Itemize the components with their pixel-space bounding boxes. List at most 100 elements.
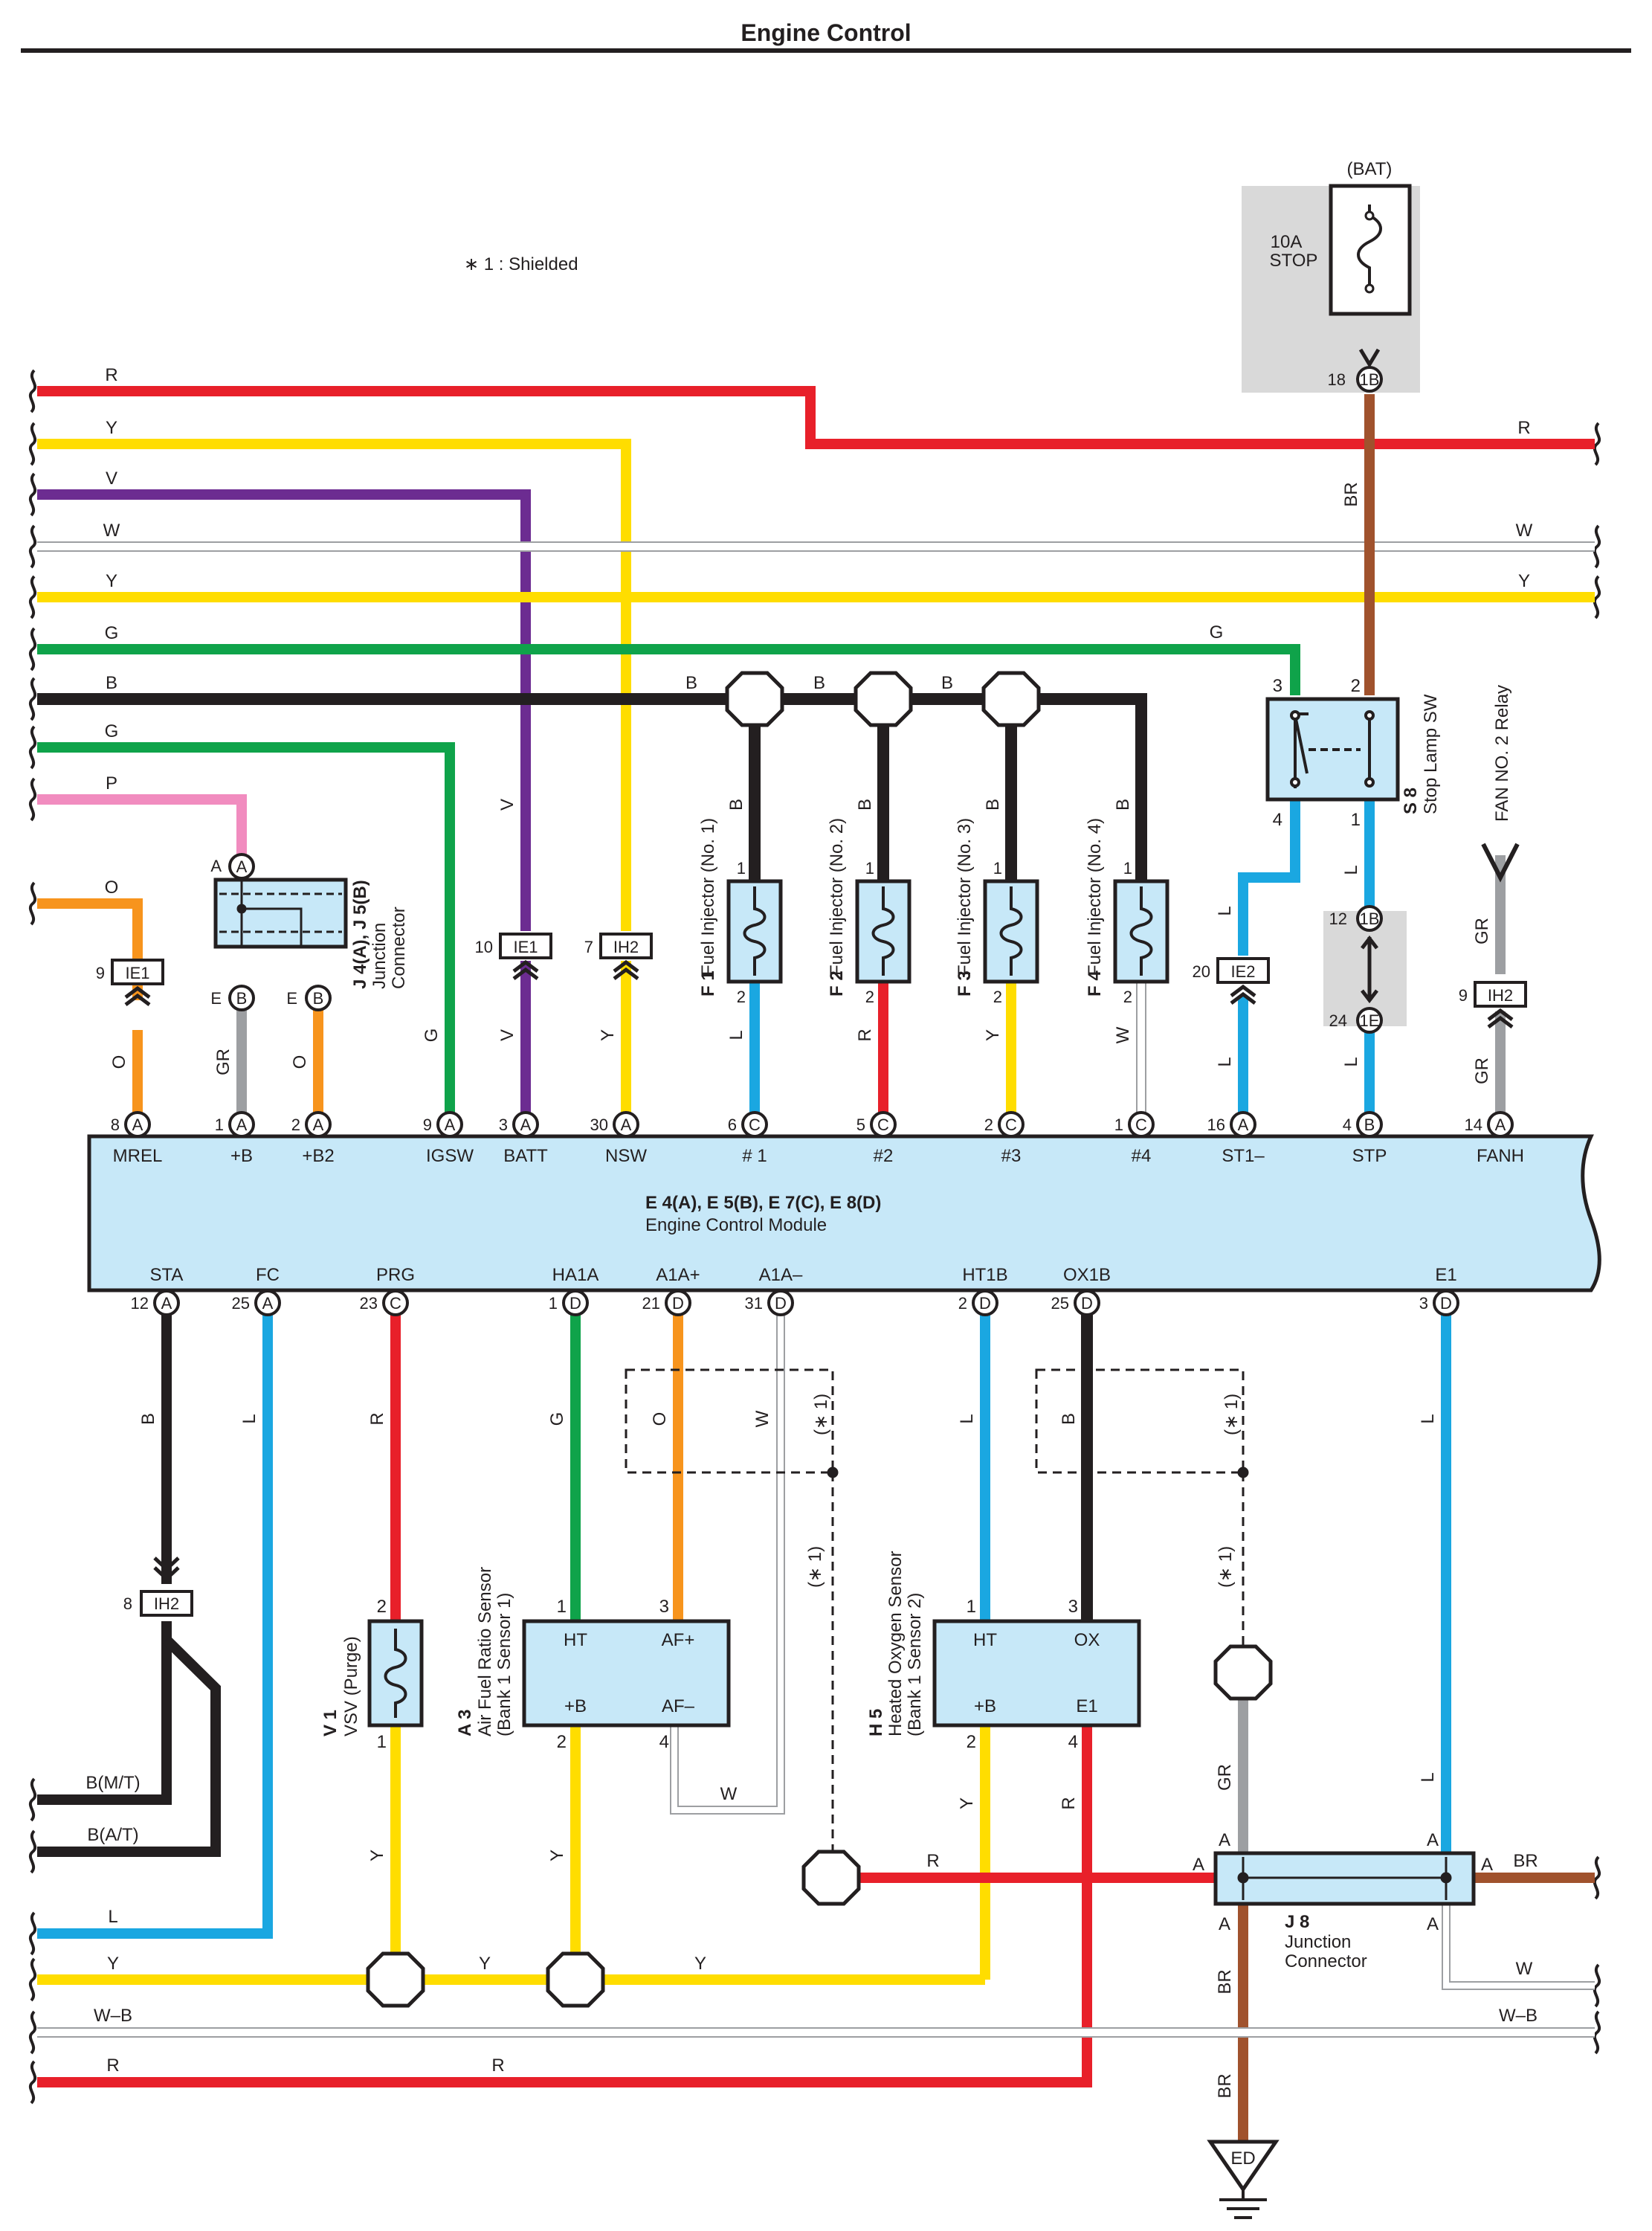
- injector-id: F 2: [827, 970, 847, 997]
- ecm-pin-bubble: [1128, 1111, 1155, 1138]
- wire-color-label: B: [106, 673, 117, 693]
- wire-color-label: V: [497, 1029, 517, 1041]
- ecm-pin-number: 23: [360, 1294, 378, 1313]
- j8-pin-a-6: A: [1427, 1914, 1439, 1934]
- right-break-marks: [1593, 422, 1601, 2055]
- wire-color-label: O: [105, 878, 119, 898]
- af-pin1: 1: [557, 1597, 567, 1617]
- ecm-pin-number: 1: [549, 1294, 558, 1313]
- pin-letter: B: [236, 989, 248, 1008]
- shield-note-4: (∗ 1): [1216, 1546, 1236, 1588]
- vsv-name: VSV (Purge): [341, 1636, 361, 1736]
- wire-color-label: BR: [1513, 1851, 1538, 1871]
- fan-relay-label: FAN NO. 2 Relay: [1492, 685, 1512, 822]
- wire-r-top: [37, 386, 1595, 449]
- ecm-pin-number: 2: [984, 1116, 993, 1134]
- inline-connector: [599, 933, 653, 959]
- connector-chevron-icon: [1487, 1008, 1514, 1028]
- connector-chevron-icon: [1358, 348, 1381, 368]
- shield-note: ∗ 1 : Shielded: [464, 254, 578, 274]
- ecm-pin-bubble: [998, 1111, 1025, 1138]
- connector-chevron-icon: [1361, 935, 1378, 1004]
- ecm-pin-number: 21: [642, 1294, 660, 1313]
- wire-color-label: B: [983, 799, 1003, 811]
- wire-color-label: R: [1517, 418, 1530, 438]
- wire-color-label: W: [752, 1410, 772, 1427]
- o2-pin3: 3: [1068, 1597, 1078, 1617]
- o2-pin2: 2: [967, 1732, 976, 1752]
- wire-color-label: L: [1215, 1057, 1235, 1066]
- inline-connector-pin: 9: [96, 964, 105, 982]
- injector-name: Fuel Injector (No. 4): [1085, 818, 1105, 976]
- pin-letter: A: [520, 1116, 532, 1134]
- ecm-pin-name: # 1: [742, 1146, 767, 1166]
- wire-l-fc: [37, 1303, 273, 1939]
- pin-letter: D: [775, 1294, 787, 1313]
- wire-color-label: R: [491, 2055, 504, 2076]
- inline-connector-label: IE2: [1230, 962, 1255, 981]
- inline-connector-label: IE1: [125, 964, 149, 982]
- break-mark: [28, 2060, 37, 2105]
- inline-connector: [140, 1590, 193, 1617]
- wire-color-label: L: [108, 1907, 117, 1927]
- o2-ox: OX: [1074, 1630, 1100, 1650]
- ecm-pin-number: 2: [291, 1116, 300, 1134]
- ecm-pin-name: FC: [256, 1265, 280, 1285]
- wire-v-batt: [37, 489, 531, 931]
- ecm-ids: E 4(A), E 5(B), E 7(C), E 8(D): [645, 1193, 881, 1213]
- ecm-pin-name: +B2: [302, 1146, 334, 1166]
- pin-letter: A: [445, 1116, 456, 1134]
- injector-name: Fuel Injector (No. 1): [698, 818, 718, 976]
- wire-color-label: V: [106, 469, 117, 489]
- ecm-pin-bubble: [1074, 1290, 1100, 1316]
- o2-sensor: [932, 1619, 1141, 1728]
- stop-switch-name: Stop Lamp SW: [1421, 694, 1441, 814]
- ground-label: ED: [1230, 2148, 1255, 2169]
- stop-switch-pin2: 2: [1351, 676, 1361, 696]
- pin-letter: A: [132, 1116, 143, 1134]
- ecm-name: Engine Control Module: [645, 1215, 827, 1235]
- fuse-rating: 10A: [1271, 232, 1303, 252]
- ecm-pin-name: E1: [1435, 1265, 1456, 1285]
- splice-b-2: [854, 671, 913, 727]
- inline-connector-pin: 20: [1193, 962, 1210, 981]
- pin-letter: D: [570, 1294, 581, 1313]
- wire-color-label: BR: [1341, 482, 1361, 506]
- break-mark: [28, 2010, 37, 2055]
- diagram-title: Engine Control: [741, 19, 911, 46]
- j8-id: J 8: [1285, 1912, 1309, 1932]
- wire-w-a1am: [670, 1303, 785, 1815]
- splice-shield-drain: [1213, 1644, 1273, 1701]
- ecm-pin-bubble: [1230, 1111, 1256, 1138]
- wire-color-label: Y: [479, 1954, 491, 1974]
- ecm-pin-number: 25: [232, 1294, 250, 1313]
- splice-y-2: [546, 1951, 605, 2008]
- af-pin4: 4: [659, 1732, 669, 1752]
- ecm-pin-bubble: [665, 1290, 691, 1316]
- shield-outlines: [625, 1368, 1249, 1859]
- ecm-pin-number: 25: [1051, 1294, 1069, 1313]
- injector-coil-icon: [999, 886, 1023, 976]
- wire-color-label: G: [547, 1412, 567, 1426]
- break-mark: [28, 422, 37, 466]
- fuse-terminal-top: [1364, 210, 1375, 221]
- af-afp: AF+: [662, 1630, 695, 1650]
- connector-chevron-icon: [153, 1556, 180, 1582]
- inline-connector-label: IH2: [1488, 986, 1513, 1005]
- pin-letter: B: [313, 989, 324, 1008]
- ecm-pin-name: #2: [874, 1146, 894, 1166]
- j4-junction-connector: [213, 878, 348, 949]
- j8-pin-a-5: A: [1481, 1855, 1493, 1875]
- wire-color-label: BR: [1215, 2073, 1235, 2098]
- ecm-pin-number: 16: [1207, 1116, 1225, 1134]
- wire-color-label: Y: [547, 1849, 567, 1861]
- break-mark: [28, 627, 37, 672]
- j4-pin-label: A: [210, 857, 222, 875]
- ecm-pin-name: MREL: [113, 1146, 163, 1166]
- shield-note-1: (∗ 1): [811, 1394, 831, 1435]
- j4-id: J 4(A), J 5(B): [350, 880, 370, 989]
- pin-letter: D: [672, 1294, 684, 1313]
- wire-color-label: W: [720, 1784, 738, 1804]
- ecm-pin-number: 31: [745, 1294, 763, 1313]
- j8-pin-a-2: A: [1193, 1855, 1204, 1875]
